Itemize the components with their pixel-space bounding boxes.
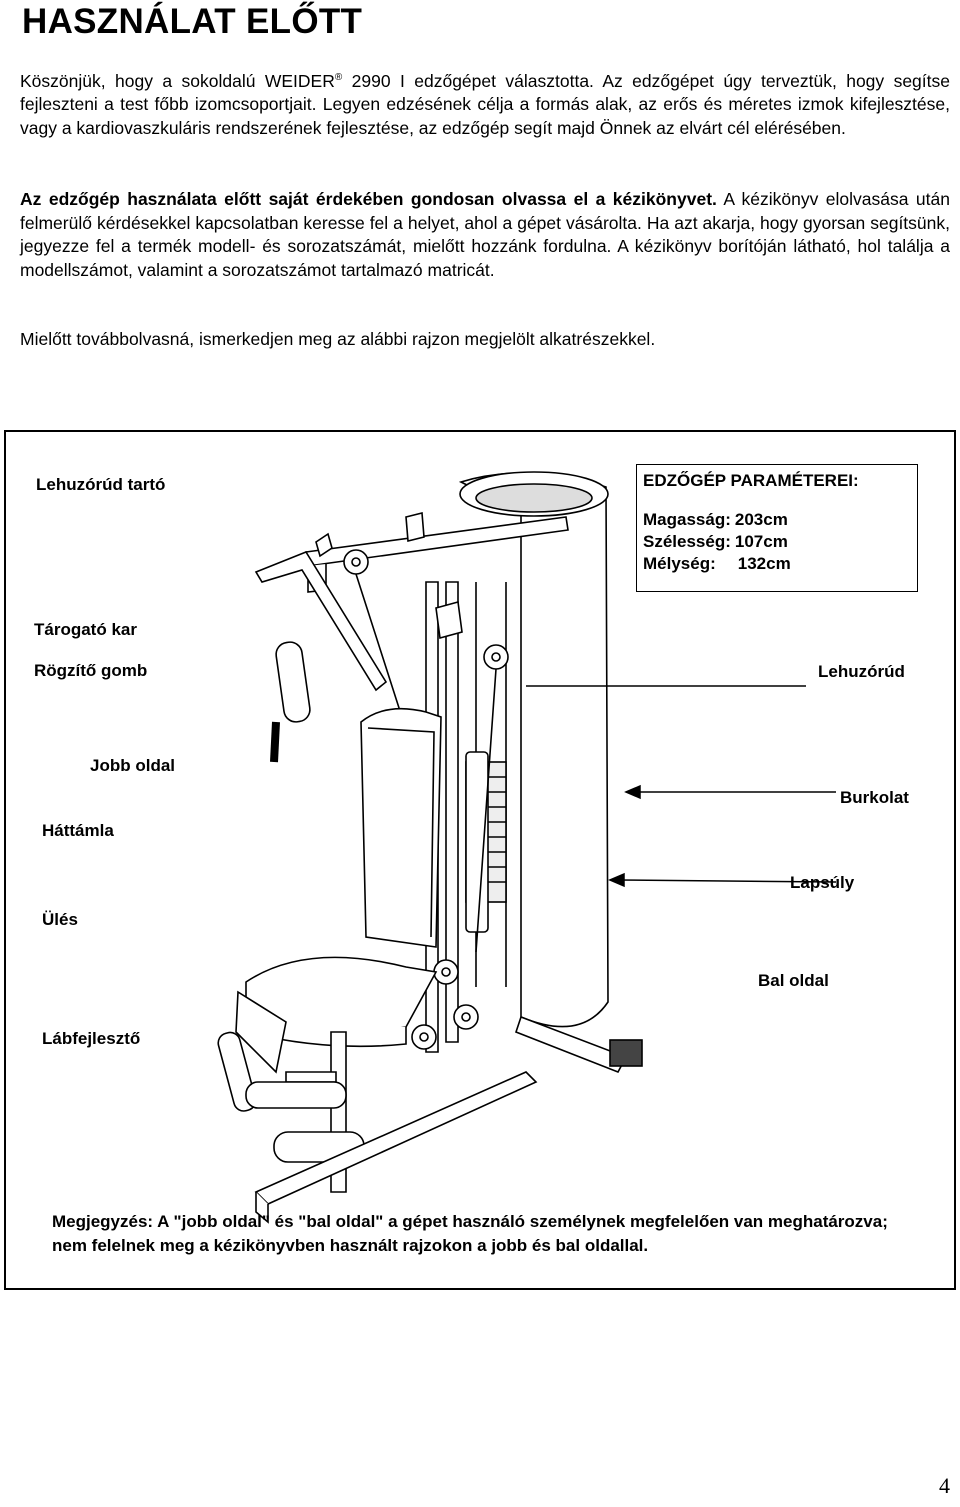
intro-paragraph: Köszönjük, hogy a sokoldalú WEIDER® 2990…: [20, 66, 950, 140]
label-torogato-kar: Tárogató kar: [34, 620, 137, 639]
params-height: Magasság:203cm: [643, 510, 788, 529]
label-rogzito-gomb: Rögzítő gomb: [34, 661, 148, 680]
label-jobb-oldal: Jobb oldal: [90, 756, 175, 775]
params-heading: EDZŐGÉP PARAMÉTEREI:: [643, 471, 859, 490]
page-number: 4: [939, 1473, 950, 1498]
label-labfejleszto: Lábfejlesztő: [42, 1029, 141, 1048]
label-burkolat: Burkolat: [840, 788, 909, 807]
before-reading-paragraph: Mielőtt továbbolvasná, ismerkedjen meg a…: [20, 329, 656, 349]
machine-parameters-box: EDZŐGÉP PARAMÉTEREI: Magasság:203cm Szél…: [636, 464, 918, 592]
registered-mark: ®: [334, 72, 343, 83]
label-ules: Ülés: [42, 910, 78, 929]
machine-illustration: [217, 471, 837, 1224]
label-hattamla: Háttámla: [42, 821, 114, 840]
intro-after-brand: 2990 I edzőgépet választotta. Az edzőgép…: [20, 70, 950, 138]
manual-rest: A kézikönyv elolvasása után felmerülő ké…: [20, 189, 950, 280]
label-lapsuly: Lapsúly: [790, 873, 855, 892]
intro-before-brand: Köszönjük, hogy a sokoldalú WEIDER: [20, 70, 335, 91]
page-title: HASZNÁLAT ELŐTT: [22, 2, 363, 41]
params-width: Szélesség:107cm: [643, 532, 788, 551]
params-depth: Mélység:132cm: [643, 554, 791, 573]
manual-paragraph: Az edzőgép használata előtt saját érdeké…: [20, 188, 950, 282]
label-bal-oldal: Bal oldal: [758, 971, 829, 990]
figure-note: Megjegyzés: A "jobb oldal" és "bal oldal…: [52, 1212, 888, 1255]
machine-diagram-figure: Lehuzórúd tartó Tárogató kar Rögzítő gom…: [4, 430, 956, 1290]
label-lehuzorud: Lehuzórúd: [818, 662, 905, 681]
manual-bold-sentence: Az edzőgép használata előtt saját érdeké…: [20, 189, 717, 209]
label-lehuzorud-tarto: Lehuzórúd tartó: [36, 475, 166, 494]
